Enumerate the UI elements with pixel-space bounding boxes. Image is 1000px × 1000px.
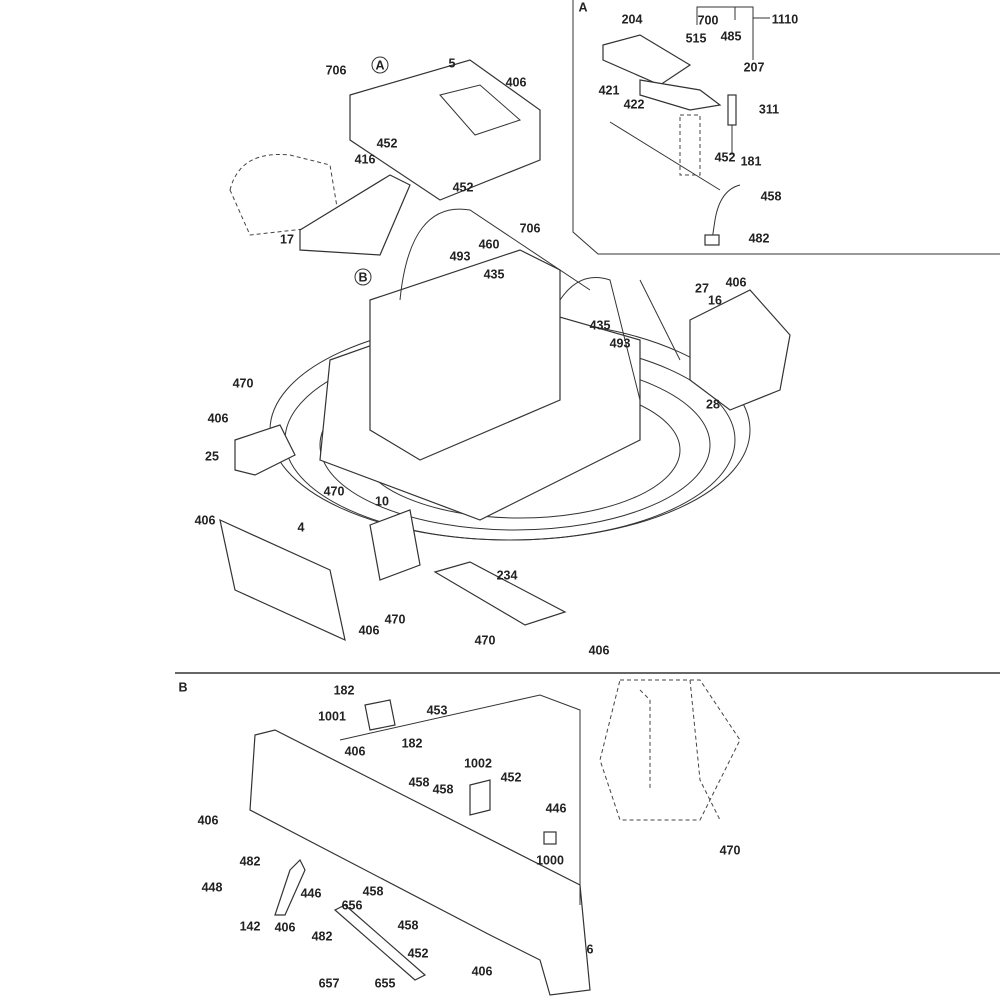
part-label: 27	[695, 282, 709, 296]
part-label: 485	[721, 30, 742, 44]
part-label: 656	[342, 899, 363, 913]
inset-a-drawing	[572, 0, 1000, 255]
part-label: 458	[398, 919, 419, 933]
part-label: 142	[240, 920, 261, 934]
part-label: 482	[749, 232, 770, 246]
part-label: 406	[472, 965, 493, 979]
part-label: 706	[326, 64, 347, 78]
part-label: 700	[698, 14, 719, 28]
part-label: 182	[402, 737, 423, 751]
part-label: 452	[501, 771, 522, 785]
part-label: 406	[198, 814, 219, 828]
main-assembly-drawing	[219, 59, 791, 642]
inset-a-title: A	[578, 1, 587, 15]
part-label: 515	[686, 32, 707, 46]
part-label: 234	[497, 569, 518, 583]
part-label: 435	[590, 319, 611, 333]
part-label: 470	[385, 613, 406, 627]
part-label: 406	[589, 644, 610, 658]
part-label: 435	[484, 268, 505, 282]
part-label: 1110	[772, 13, 798, 27]
part-label: 311	[759, 103, 779, 117]
part-label: 458	[363, 885, 384, 899]
section-callout: A	[375, 59, 384, 73]
part-label: 406	[275, 921, 296, 935]
part-label: 470	[233, 377, 254, 391]
part-label: 182	[334, 684, 355, 698]
part-label: 706	[520, 222, 541, 236]
part-label: 25	[205, 450, 219, 464]
part-label: 1001	[318, 710, 346, 724]
part-label: 657	[319, 977, 340, 991]
part-label: 406	[726, 276, 747, 290]
part-label: 493	[450, 250, 471, 264]
part-label: 482	[240, 855, 261, 869]
callout-circle	[354, 268, 372, 286]
part-label: 406	[506, 76, 527, 90]
part-label: 470	[720, 844, 741, 858]
part-label: 5	[449, 57, 456, 71]
section-b-drawing	[249, 679, 741, 996]
part-label: 207	[744, 61, 765, 75]
part-label: 452	[377, 137, 398, 151]
part-label: 470	[475, 634, 496, 648]
part-label: 204	[622, 13, 643, 27]
part-label: 17	[280, 233, 294, 247]
part-label: 6	[587, 943, 594, 957]
part-label: 1002	[464, 757, 492, 771]
section-b-title: B	[178, 681, 187, 695]
part-label: 28	[706, 398, 720, 412]
part-label: 4	[298, 521, 305, 535]
part-label: 406	[208, 412, 229, 426]
part-label: 16	[708, 294, 722, 308]
section-callout: B	[358, 271, 367, 285]
part-label: 482	[312, 930, 333, 944]
part-label: 452	[453, 181, 474, 195]
part-label: 416	[355, 153, 376, 167]
part-label: 406	[195, 514, 216, 528]
part-label: 458	[433, 783, 454, 797]
part-label: 446	[546, 802, 567, 816]
part-label: 446	[301, 887, 322, 901]
part-label: 10	[375, 495, 389, 509]
part-label: 453	[427, 704, 448, 718]
part-label: 470	[324, 485, 345, 499]
part-label: 421	[599, 84, 620, 98]
part-label: 458	[409, 776, 430, 790]
part-label: 458	[761, 190, 782, 204]
part-label: 460	[479, 238, 500, 252]
part-label: 452	[715, 151, 736, 165]
callout-circle	[371, 56, 389, 74]
part-label: 406	[359, 624, 380, 638]
part-label: 181	[741, 155, 762, 169]
part-label: 493	[610, 337, 631, 351]
part-label: 1000	[536, 854, 564, 868]
part-label: 406	[345, 745, 366, 759]
part-label: 448	[202, 881, 223, 895]
part-label: 452	[408, 947, 429, 961]
part-label: 655	[375, 977, 396, 991]
part-label: 422	[624, 98, 645, 112]
